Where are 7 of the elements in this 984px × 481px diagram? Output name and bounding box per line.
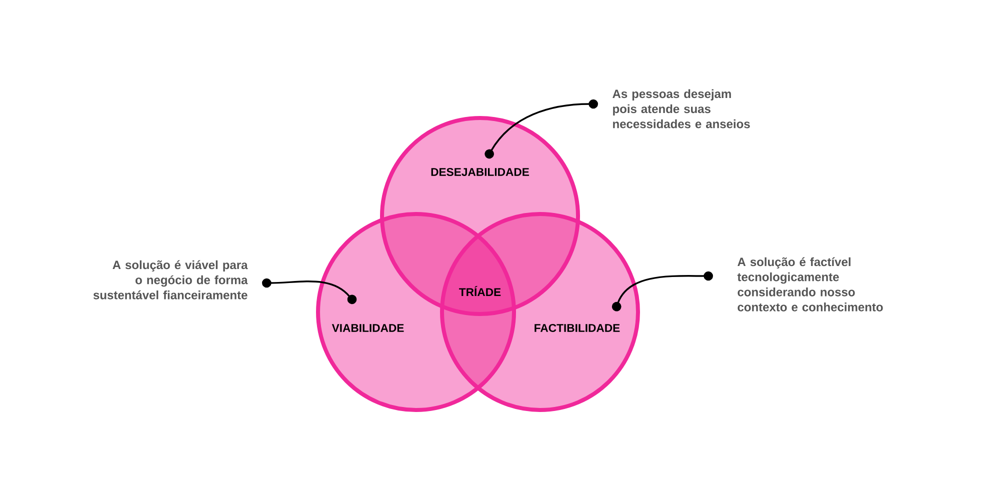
callout-text: A solução é factível tecnologicamente considerando nosso contexto e conhecimento	[737, 257, 883, 312]
center-label: TRÍADE	[459, 286, 501, 296]
leader-line	[262, 278, 357, 304]
leader-line	[484, 99, 598, 159]
leader-line	[612, 271, 713, 312]
callout-text: As pessoas desejam pois atende suas necessidades e anseios	[612, 89, 750, 128]
callout-text: A solução é viável para o negócio de forma sustentável fianceiramente	[93, 260, 248, 300]
